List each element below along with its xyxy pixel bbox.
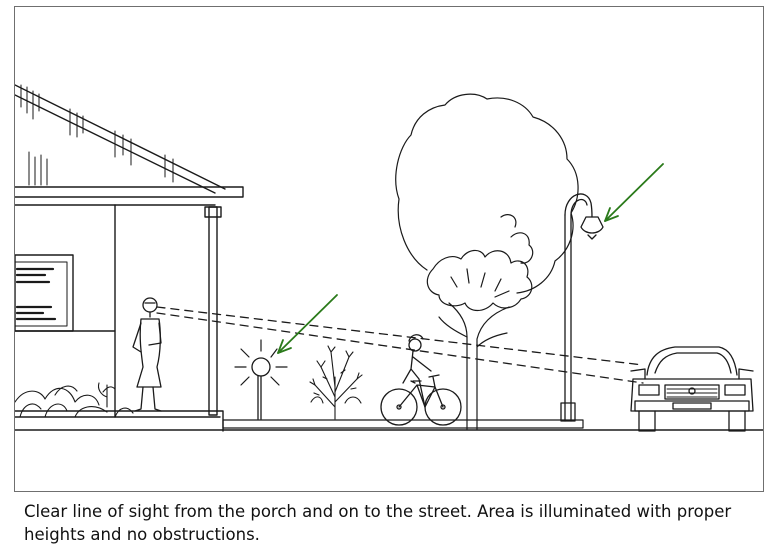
child-on-bicycle [380, 334, 462, 426]
sightline [156, 306, 644, 384]
figure-caption: Clear line of sight from the porch and o… [24, 502, 732, 544]
street-lamp [560, 193, 604, 422]
shrub [309, 345, 363, 420]
house-porch [15, 84, 244, 432]
street-scene-illustration [15, 84, 763, 432]
ground [15, 416, 763, 431]
person-on-porch [132, 297, 162, 412]
porch-plants [15, 382, 134, 418]
indicator-arrow-porch-lamp [277, 294, 338, 354]
indicator-arrow-street-lamp [604, 163, 664, 222]
tree [395, 93, 579, 430]
car [630, 346, 754, 432]
porch-lamp [234, 339, 288, 420]
illustration-frame [14, 6, 764, 492]
